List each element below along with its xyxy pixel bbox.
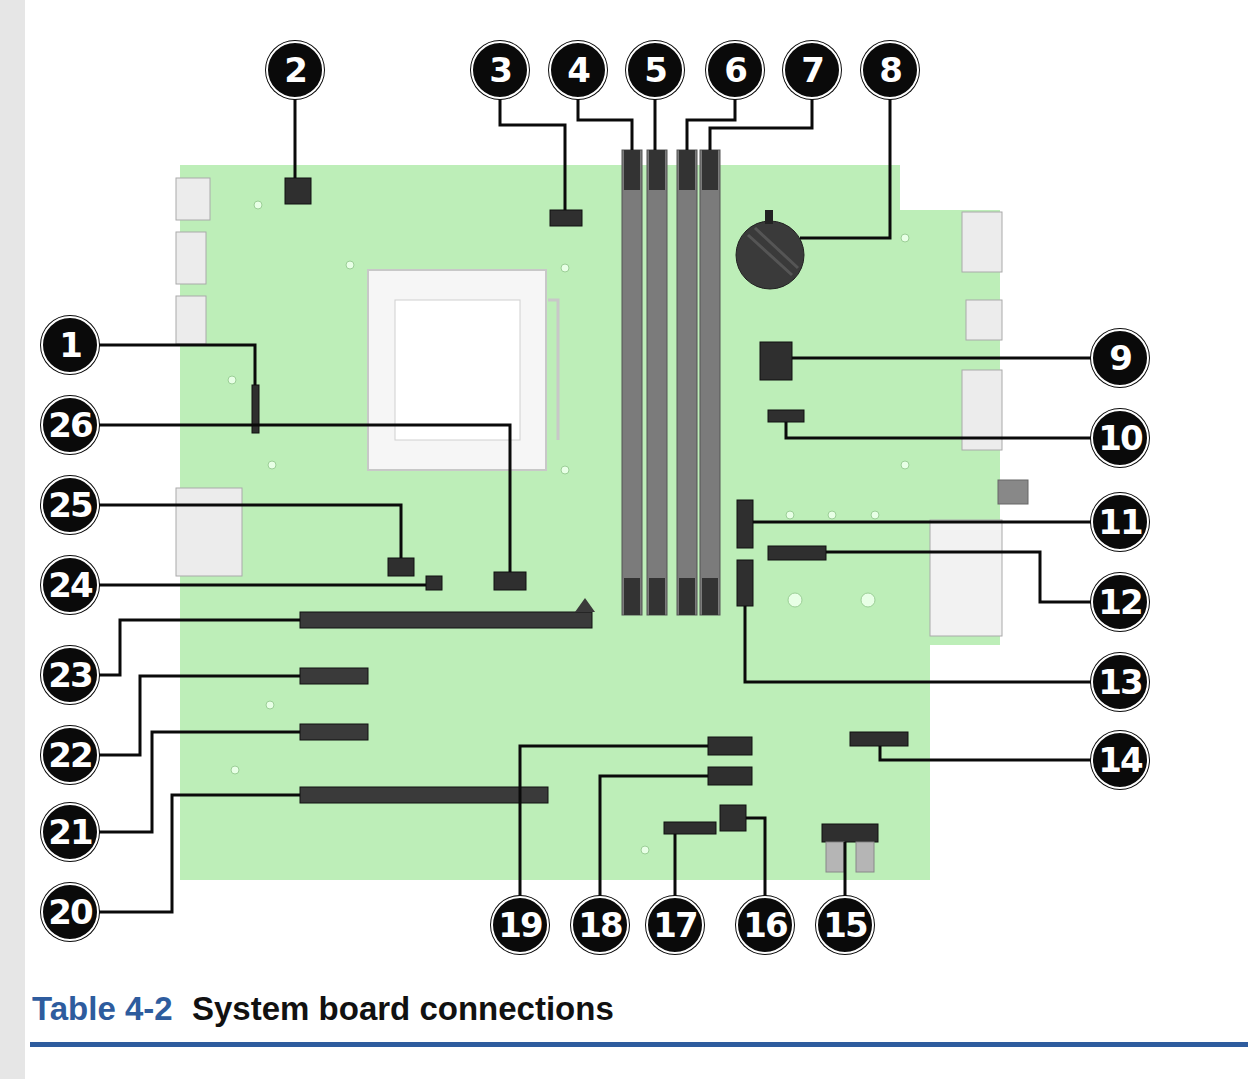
io-port bbox=[176, 488, 242, 576]
callout-number: 4 bbox=[549, 41, 607, 99]
callout-number: 1 bbox=[41, 316, 99, 374]
page-margin bbox=[0, 0, 25, 1079]
callout-number: 26 bbox=[41, 396, 99, 454]
callout-number: 2 bbox=[266, 41, 324, 99]
callout-number: 10 bbox=[1091, 409, 1149, 467]
callout-number: 12 bbox=[1091, 573, 1149, 631]
battery bbox=[736, 210, 804, 289]
callout-number: 13 bbox=[1091, 653, 1149, 711]
table-rule bbox=[30, 1042, 1248, 1047]
callout-number: 14 bbox=[1091, 731, 1149, 789]
callout-number: 15 bbox=[816, 896, 874, 954]
table-caption: System board connections bbox=[192, 990, 614, 1028]
expansion-slots bbox=[300, 612, 592, 803]
callout-number: 25 bbox=[41, 476, 99, 534]
callout-number: 20 bbox=[41, 883, 99, 941]
callout-number: 5 bbox=[626, 41, 684, 99]
callout-number: 23 bbox=[41, 646, 99, 704]
callout-number: 21 bbox=[41, 803, 99, 861]
callout-number: 3 bbox=[471, 41, 529, 99]
dimm-slots bbox=[622, 150, 720, 615]
callout-number: 18 bbox=[571, 896, 629, 954]
io-port bbox=[998, 480, 1028, 504]
callout-number: 8 bbox=[861, 41, 919, 99]
cpu-socket bbox=[368, 270, 558, 470]
dimm-latches bbox=[624, 150, 718, 615]
callout-number: 24 bbox=[41, 556, 99, 614]
board-connectors bbox=[252, 178, 908, 842]
callout-number: 11 bbox=[1091, 493, 1149, 551]
screw-holes bbox=[228, 201, 909, 854]
leader-lines bbox=[98, 98, 1092, 912]
io-port bbox=[962, 212, 1002, 272]
io-port bbox=[930, 520, 1002, 636]
cable-ends bbox=[826, 842, 874, 872]
callout-number: 9 bbox=[1091, 329, 1149, 387]
io-port bbox=[176, 232, 206, 284]
slot-latch bbox=[575, 598, 595, 612]
callout-number: 6 bbox=[706, 41, 764, 99]
callout-number: 7 bbox=[783, 41, 841, 99]
callout-number: 22 bbox=[41, 726, 99, 784]
table-caption: Table 4-2 bbox=[32, 990, 173, 1028]
io-port bbox=[966, 300, 1002, 340]
callout-number: 17 bbox=[646, 896, 704, 954]
callout-number: 19 bbox=[491, 896, 549, 954]
callout-number: 16 bbox=[736, 896, 794, 954]
io-port bbox=[176, 296, 206, 344]
io-port bbox=[176, 178, 210, 220]
